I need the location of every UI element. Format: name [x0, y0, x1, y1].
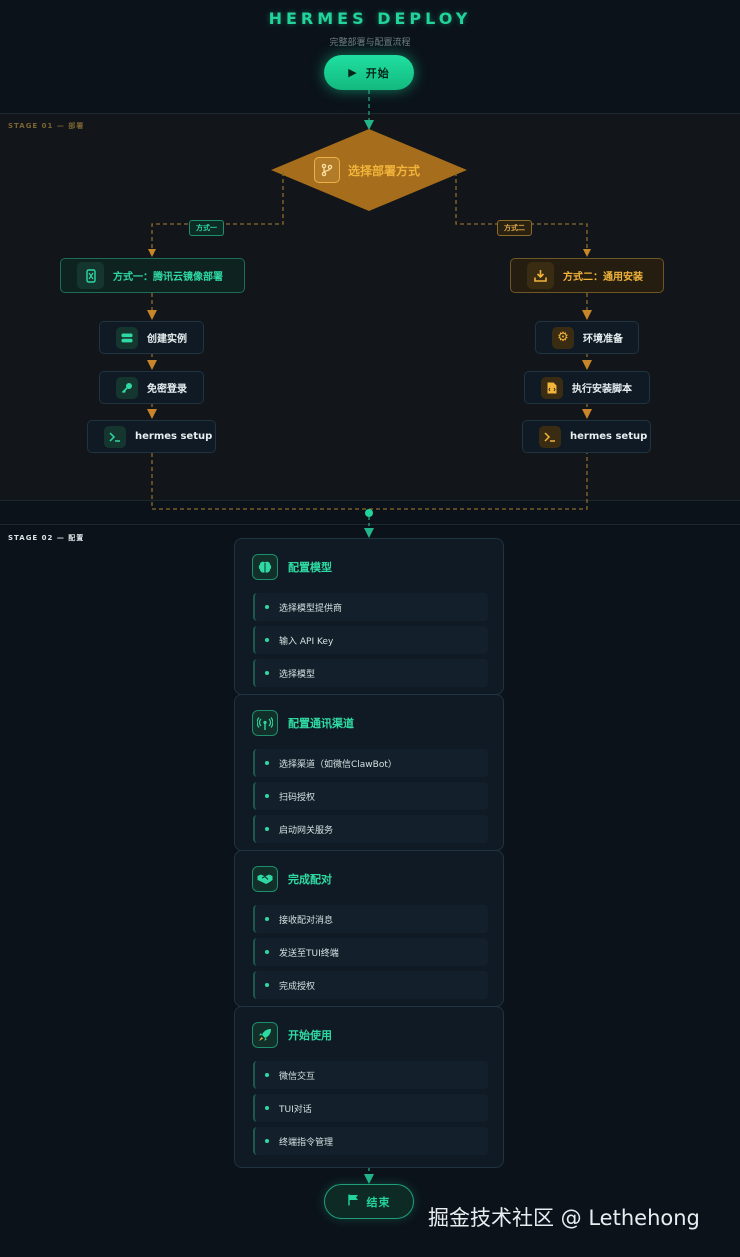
step-hermes-setup-1[interactable]: hermes setup — [87, 420, 216, 453]
download-icon — [527, 262, 554, 289]
arrow-head — [364, 120, 374, 130]
arrow-head — [364, 1174, 374, 1184]
step-label: 免密登录 — [147, 384, 187, 395]
connector-merge — [151, 453, 588, 510]
arrow-head — [583, 249, 591, 257]
decision-diamond — [271, 129, 467, 211]
step-run-install-script[interactable]: 执行安装脚本 — [524, 371, 650, 404]
arrow-head — [148, 249, 156, 257]
arrow-head — [364, 528, 374, 538]
watermark-text: 掘金技术社区 @ Lethehong — [428, 1206, 700, 1230]
method2-node[interactable]: 方式二：通用安装 — [510, 258, 664, 293]
gear-icon: ⚙ — [552, 326, 574, 349]
diagram-title: HERMES DEPLOY — [268, 9, 472, 28]
list-item: 选择渠道（如微信ClawBot） — [253, 749, 488, 777]
step-label: 创建实例 — [147, 334, 187, 345]
card-configure-channel[interactable]: 配置通讯渠道 选择渠道（如微信ClawBot） 扫码授权 启动网关服务 — [234, 694, 504, 851]
list-item: 输入 API Key — [253, 626, 488, 654]
card-header: 配置通讯渠道 — [252, 710, 354, 736]
start-label: 开始 — [365, 66, 390, 80]
cloud-server-icon — [77, 262, 104, 289]
list-item: 扫码授权 — [253, 782, 488, 810]
list-item: 完成授权 — [253, 971, 488, 999]
list-item: 微信交互 — [253, 1061, 488, 1089]
decision-label: 选择部署方式 — [348, 163, 421, 178]
card-configure-model[interactable]: 配置模型 选择模型提供商 输入 API Key 选择模型 — [234, 538, 504, 695]
git-branch-icon — [314, 157, 340, 183]
card-title: 配置通讯渠道 — [288, 717, 354, 730]
method1-label: 方式一：腾讯云镜像部署 — [113, 272, 223, 283]
step-passwordless-login[interactable]: 免密登录 — [99, 371, 204, 404]
list-item: TUI对话 — [253, 1094, 488, 1122]
method2-label: 方式二：通用安装 — [563, 272, 643, 283]
terminal-icon — [539, 425, 561, 448]
list-item: 终端指令管理 — [253, 1127, 488, 1155]
step-label: hermes setup — [135, 431, 213, 442]
arrow-heads-right — [582, 310, 592, 419]
step-create-instance[interactable]: 创建实例 — [99, 321, 204, 354]
key-icon — [116, 376, 138, 399]
decision-node[interactable]: 选择部署方式 — [314, 157, 420, 183]
branch-tag-left: 方式一 — [189, 220, 224, 236]
card-header: 完成配对 — [252, 866, 332, 892]
merge-dot — [365, 509, 373, 517]
step-label: 环境准备 — [583, 334, 623, 345]
list-item: 发送至TUI终端 — [253, 938, 488, 966]
brain-icon — [252, 554, 278, 580]
handshake-icon — [252, 866, 278, 892]
card-title: 开始使用 — [288, 1029, 332, 1042]
stage-2-label: STAGE 02 — 配置 — [8, 534, 85, 542]
stage-1-label: STAGE 01 — 部署 — [8, 122, 85, 130]
method1-node[interactable]: 方式一：腾讯云镜像部署 — [60, 258, 245, 293]
card-header: 配置模型 — [252, 554, 332, 580]
list-item: 接收配对消息 — [253, 905, 488, 933]
terminal-icon — [104, 425, 126, 448]
card-header: 开始使用 — [252, 1022, 332, 1048]
card-title: 配置模型 — [288, 561, 332, 574]
broadcast-icon — [252, 710, 278, 736]
flag-icon — [347, 1194, 359, 1209]
end-node[interactable]: 结束 — [324, 1184, 414, 1219]
server-icon — [116, 326, 138, 349]
card-title: 完成配对 — [288, 873, 332, 886]
rocket-icon — [252, 1022, 278, 1048]
connector-branch-left — [151, 172, 284, 252]
diagram-subtitle: 完整部署与配置流程 — [329, 38, 411, 48]
start-node[interactable]: ▶ 开始 — [324, 55, 414, 90]
step-environment-prep[interactable]: ⚙ 环境准备 — [535, 321, 639, 354]
play-icon: ▶ — [348, 66, 358, 79]
branch-tag-right: 方式二 — [497, 220, 532, 236]
step-hermes-setup-2[interactable]: hermes setup — [522, 420, 651, 453]
step-label: 执行安装脚本 — [572, 384, 632, 395]
arrow-heads-left — [147, 310, 157, 419]
step-label: hermes setup — [570, 431, 648, 442]
list-item: 选择模型 — [253, 659, 488, 687]
list-item: 选择模型提供商 — [253, 593, 488, 621]
card-complete-pairing[interactable]: 完成配对 接收配对消息 发送至TUI终端 完成授权 — [234, 850, 504, 1007]
connector-branch-right — [455, 172, 588, 252]
list-item: 启动网关服务 — [253, 815, 488, 843]
card-start-using[interactable]: 开始使用 微信交互 TUI对话 终端指令管理 — [234, 1006, 504, 1168]
end-label: 结束 — [366, 1195, 391, 1209]
script-file-icon — [541, 376, 563, 399]
